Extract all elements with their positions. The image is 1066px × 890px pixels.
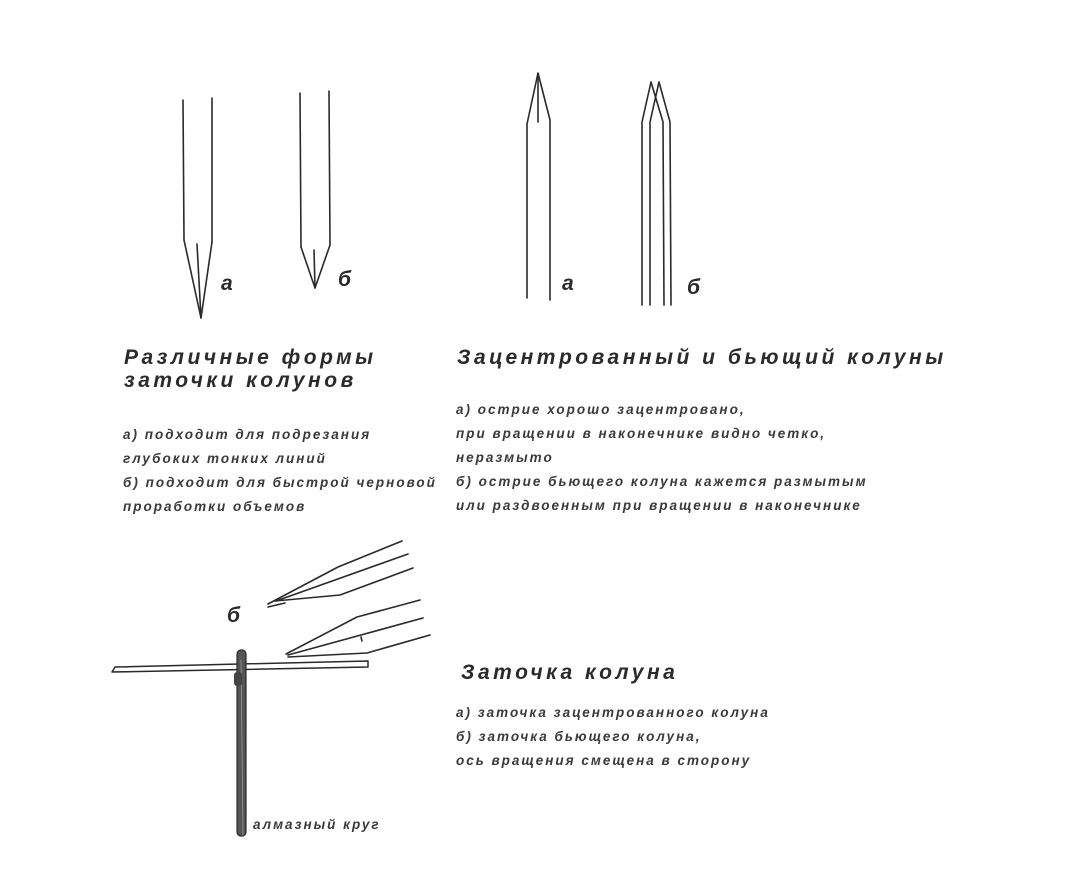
section-description-centered-vs-beating: а) острие хорошо зацентровано, при враще…: [456, 398, 868, 518]
section-title-sharpening-forms: Различные формы заточки колунов: [124, 346, 377, 392]
description-line: или раздвоенным при вращении в наконечни…: [456, 498, 862, 513]
chisel-upper-sharpening: [267, 540, 414, 608]
diamond-wheel: [111, 649, 369, 837]
description-line: при вращении в наконечнике видно четко,: [456, 426, 827, 441]
description-line: а) острие хорошо зацентровано,: [456, 402, 746, 417]
section-description-sharpening: а) заточка зацентрованного колуна б) зат…: [456, 701, 770, 773]
diamond-wheel-label: алмазный круг: [253, 817, 381, 832]
figure-label-a: а: [221, 272, 233, 295]
description-line: проработки объемов: [123, 499, 307, 514]
title-line: Различные формы: [124, 346, 377, 369]
title-line: заточки колунов: [124, 369, 357, 392]
description-line: б) подходит для быстрой черновой: [123, 475, 437, 490]
figure-label-a: а: [562, 272, 574, 295]
description-line: ось вращения смещена в сторону: [456, 753, 752, 768]
figure-label-b: б: [687, 276, 701, 299]
description-line: а) подходит для подрезания: [123, 427, 372, 442]
description-line: б) острие бьющего колуна кажется размыты…: [456, 474, 868, 489]
chisel-lower-sharpening: [285, 599, 431, 658]
description-line: б) заточка бьющего колуна,: [456, 729, 702, 744]
description-line: глубоких тонких линий: [123, 451, 327, 466]
description-line: неразмыто: [456, 450, 554, 465]
chisel-a-long-tip: [182, 97, 213, 319]
section-title-centered-vs-beating: Зацентрованный и бьющий колуны: [457, 346, 947, 369]
chisel-b-short-tip: [299, 90, 331, 289]
description-line: а) заточка зацентрованного колуна: [456, 705, 770, 720]
chisel-beating: [641, 81, 672, 306]
chisel-centered: [526, 72, 551, 301]
section-description-sharpening-forms: а) подходит для подрезания глубоких тонк…: [123, 423, 437, 519]
figure-label-b: б: [227, 604, 241, 627]
section-title-sharpening: Заточка колуна: [461, 661, 679, 684]
figure-label-b: б: [338, 268, 352, 291]
